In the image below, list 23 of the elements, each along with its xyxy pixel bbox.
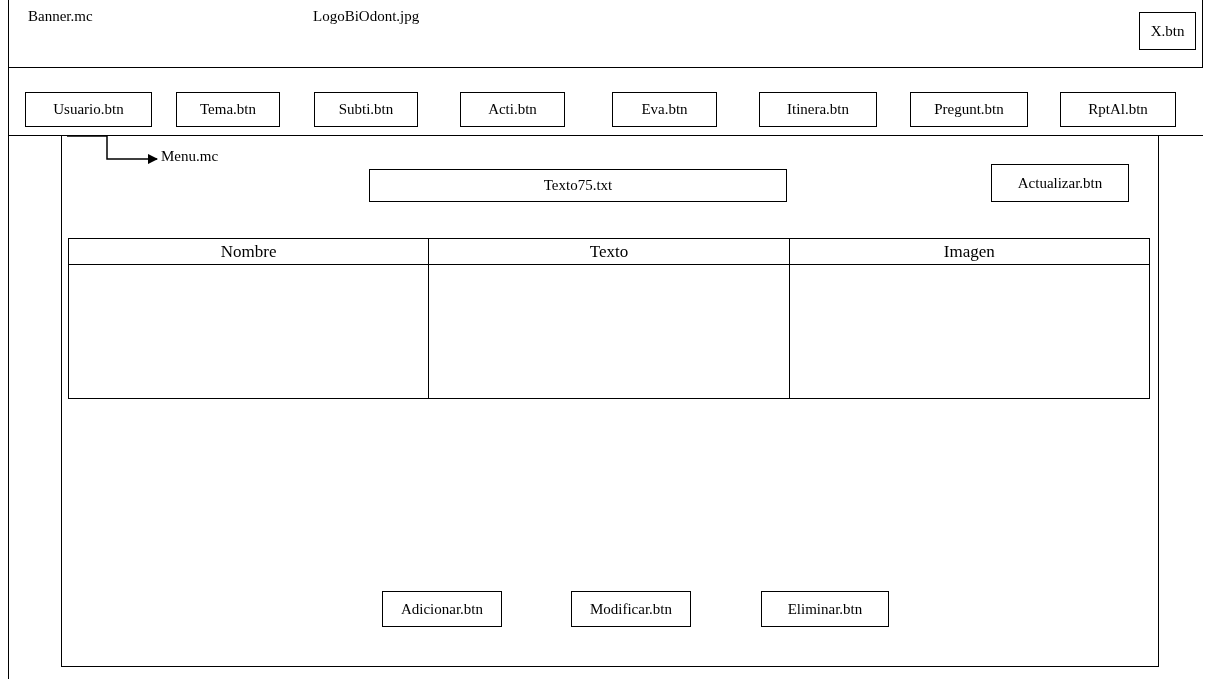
nav-button: Eva.btn [612,92,717,127]
banner-label: Banner.mc [28,8,93,25]
nav-button: Acti.btn [460,92,565,127]
close-button: X.btn [1139,12,1196,50]
action-button: Modificar.btn [571,591,691,627]
nav-button: Itinera.btn [759,92,877,127]
menu-label: Menu.mc [161,148,219,165]
nav-button: Tema.btn [176,92,280,127]
nav-button: Usuario.btn [25,92,152,127]
column-header: Imagen [789,239,1149,265]
update-button: Actualizar.btn [991,164,1129,202]
arrow [66,135,159,165]
column-header: Texto [429,239,789,265]
action-button: Eliminar.btn [761,591,889,627]
nav-button: Subti.btn [314,92,418,127]
banner-bar [8,0,1203,68]
nav-button: RptAl.btn [1060,92,1176,127]
content-panel [61,136,1159,667]
image-filename-label: LogoBiOdont.jpg [313,8,420,25]
action-button: Adicionar.btn [382,591,502,627]
text-field: Texto75.txt [369,169,787,202]
nav-button: Pregunt.btn [910,92,1028,127]
column-header: Nombre [69,239,429,265]
